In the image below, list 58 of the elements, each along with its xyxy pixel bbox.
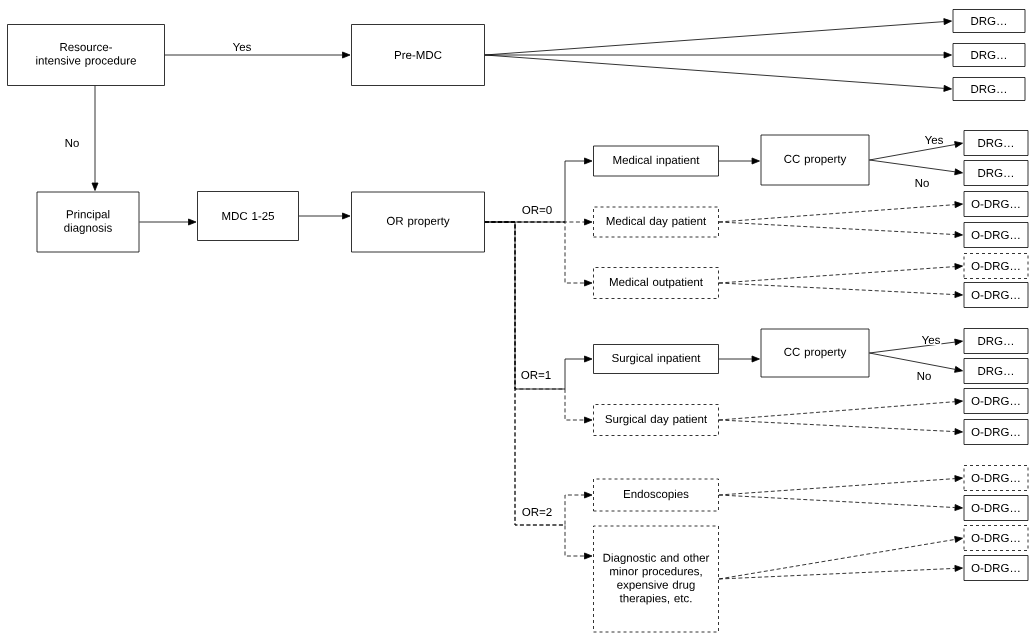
process-box: O-DRG… xyxy=(963,555,1029,581)
process-box: OR property xyxy=(351,191,485,253)
process-box: O-DRG… xyxy=(963,222,1029,248)
arrow xyxy=(139,218,197,226)
process-box: MDC 1-25 xyxy=(197,191,299,241)
arrow xyxy=(718,157,760,165)
arrow xyxy=(869,338,963,354)
process-box: DRG… xyxy=(963,130,1029,156)
process-box: Medical inpatient xyxy=(593,145,719,177)
process-box: CC property xyxy=(760,134,870,186)
arrow xyxy=(91,85,99,191)
edge-label: No xyxy=(63,138,81,148)
process-box: Principal diagnosis xyxy=(36,191,140,253)
process-box: Surgical day patient xyxy=(593,404,719,436)
process-box: O-DRG… xyxy=(963,465,1029,491)
edge-label: Yes xyxy=(920,335,942,345)
arrow xyxy=(484,51,952,59)
process-box: Endoscopies xyxy=(593,478,719,512)
arrow xyxy=(718,355,760,363)
edge-label: No xyxy=(915,371,933,381)
process-box: DRG… xyxy=(952,43,1026,67)
process-box: O-DRG… xyxy=(963,388,1029,414)
process-box: O-DRG… xyxy=(963,525,1029,551)
process-box: O-DRG… xyxy=(963,282,1029,308)
arrow xyxy=(484,54,952,92)
arrow xyxy=(718,282,963,298)
arrow xyxy=(718,221,963,238)
process-box: O-DRG… xyxy=(963,253,1029,279)
process-box: O-DRG… xyxy=(963,495,1029,521)
edge-label: OR=0 xyxy=(520,204,554,216)
process-box: DRG… xyxy=(952,77,1026,101)
arrow xyxy=(298,212,351,220)
arrow xyxy=(718,419,963,435)
process-box: Diagnostic and other minor procedures, expensive drug therapies, etc. xyxy=(593,525,719,633)
process-box: DRG… xyxy=(963,160,1029,186)
edge-label: Yes xyxy=(231,42,253,52)
process-box: Medical outpatient xyxy=(593,267,719,299)
process-box: Resource-intensive procedure xyxy=(7,24,165,86)
process-box: CC property xyxy=(760,328,870,378)
process-box: DRG… xyxy=(952,9,1026,33)
edge-label: OR=1 xyxy=(519,369,553,381)
arrow xyxy=(164,51,351,59)
process-box: Medical day patient xyxy=(593,206,719,238)
edge-label: OR=2 xyxy=(520,506,554,518)
process-box: O-DRG… xyxy=(963,419,1029,445)
arrow xyxy=(869,159,963,176)
process-box: DRG… xyxy=(963,328,1029,354)
edge-label: No xyxy=(913,178,931,188)
arrow xyxy=(869,352,963,373)
arrow xyxy=(484,221,593,390)
arrow xyxy=(718,494,963,511)
edge-label: Yes xyxy=(923,135,945,145)
arrow xyxy=(718,565,963,580)
arrow xyxy=(869,141,963,161)
process-box: Surgical inpatient xyxy=(593,344,719,374)
process-box: DRG… xyxy=(963,358,1029,384)
process-box: Pre-MDC xyxy=(351,24,485,86)
process-box: O-DRG… xyxy=(963,191,1029,217)
